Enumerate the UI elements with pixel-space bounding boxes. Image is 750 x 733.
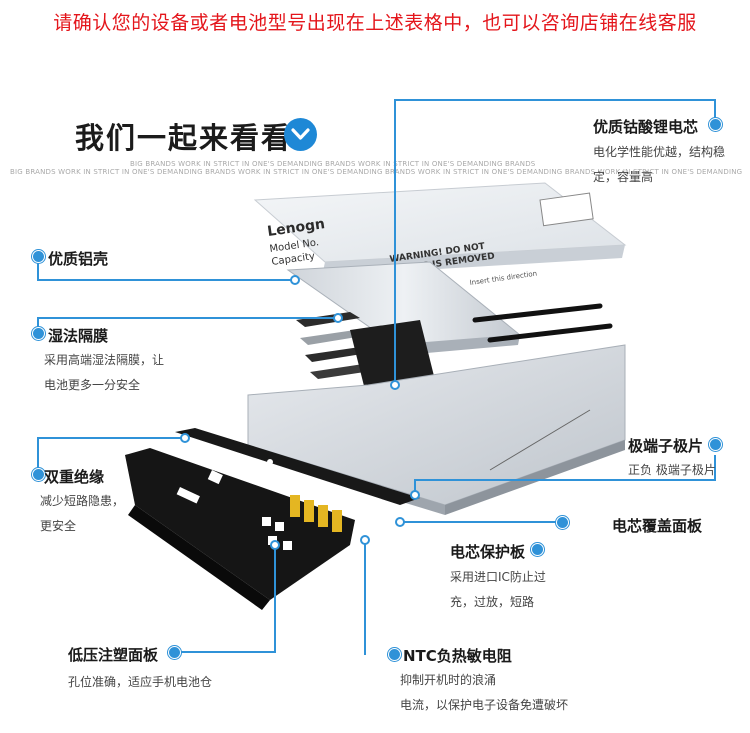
callout-desc-insulation-1: 减少短路隐患， [40, 494, 125, 508]
callout-dot-shell [32, 250, 45, 263]
callout-title-shell: 优质铝壳 [48, 250, 109, 268]
callout-title-injection: 低压注塑面板 [68, 646, 159, 664]
top-banner: 请确认您的设备或者电池型号出现在上述表格中，也可以咨询店铺在线客服 [53, 12, 697, 34]
callout-desc-separator-2: 电池更多一分安全 [44, 378, 141, 392]
battery-body [247, 344, 626, 515]
callout-desc-separator-1: 采用高端湿法隔膜，让 [44, 353, 165, 367]
section-heading: 我们一起来看看 [75, 121, 293, 155]
callout-title-ntc: NTC负热敏电阻 [403, 647, 512, 665]
callout-title-tab: 极端子极片 [628, 437, 704, 455]
chevron-down-icon [284, 118, 317, 151]
callout-title-insulation: 双重绝缘 [44, 468, 105, 486]
callout-desc-ntc-2: 电流，以保护电子设备免遭破坏 [400, 698, 569, 712]
callout-desc-cell-1: 电化学性能优越，结构稳 [593, 145, 726, 159]
callout-dot-ntc [388, 648, 401, 661]
callout-desc-tab: 正负 极端子极片 [628, 463, 716, 477]
callout-leaders [37, 99, 716, 655]
callout-title-cover: 电芯覆盖面板 [612, 517, 703, 535]
callout-desc-ntc-1: 抑制开机时的浪涌 [400, 673, 497, 687]
callout-title-protect: 电芯保护板 [450, 543, 526, 561]
callout-desc-insulation-2: 更安全 [40, 519, 77, 533]
injection-cover [125, 448, 355, 610]
callout-dot-separator [32, 327, 45, 340]
callout-desc-injection: 孔位准确，适应手机电池仓 [68, 675, 213, 689]
callout-desc-protect-1: 采用进口IC防止过 [450, 570, 546, 584]
callout-dot-injection [168, 646, 181, 659]
callout-dot-protect [531, 543, 544, 556]
callout-title-separator: 湿法隔膜 [48, 327, 109, 345]
leader-nodes [180, 275, 420, 550]
callout-title-cell: 优质钴酸锂电芯 [593, 118, 699, 136]
callout-dot-tab [709, 438, 722, 451]
faint-text-line-1: BIG BRANDS WORK IN STRICT IN ONE'S DEMAN… [130, 160, 536, 168]
faint-text-line-2: BIG BRANDS WORK IN STRICT IN ONE'S DEMAN… [10, 168, 743, 176]
callout-dot-cell [709, 118, 722, 131]
callout-desc-protect-2: 充，过放，短路 [450, 595, 535, 609]
callout-dot-cover [556, 516, 569, 529]
callout-desc-cell-2: 定，容量高 [593, 170, 654, 184]
label-brand: Lenogn [266, 216, 326, 240]
label-insert: Insert this direction [469, 270, 537, 287]
separator-films [296, 312, 378, 379]
callout-dot-insulation [32, 468, 45, 481]
